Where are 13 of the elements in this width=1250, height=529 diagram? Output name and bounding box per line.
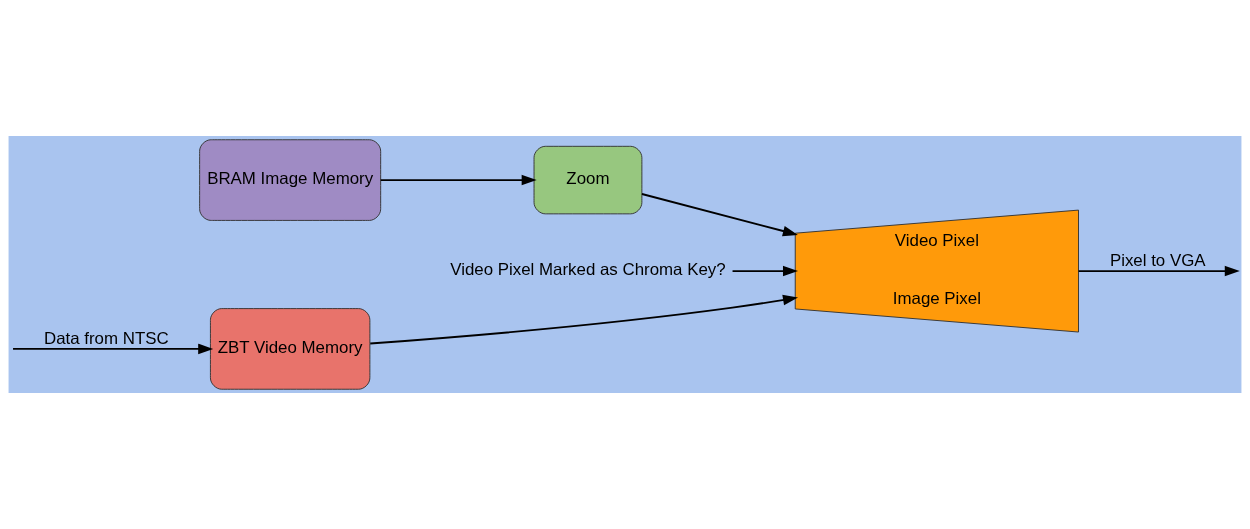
node-box: BRAM Image Memory bbox=[199, 139, 382, 221]
arrow bbox=[12, 343, 214, 355]
node-box: ZBT Video Memory bbox=[209, 308, 371, 390]
edge-label: Pixel to VGA bbox=[1109, 250, 1206, 270]
arrow bbox=[369, 294, 798, 345]
arrow bbox=[641, 193, 798, 237]
edge-label: Data from NTSC bbox=[43, 328, 169, 348]
node-text: Video Pixel Marked as Chroma Key? bbox=[450, 260, 726, 280]
arrow bbox=[1077, 265, 1240, 277]
node-box: Zoom bbox=[533, 145, 643, 215]
node-box: Video Pixel Image Pixel bbox=[794, 209, 1079, 333]
arrow bbox=[379, 174, 537, 186]
arrow bbox=[731, 265, 798, 277]
